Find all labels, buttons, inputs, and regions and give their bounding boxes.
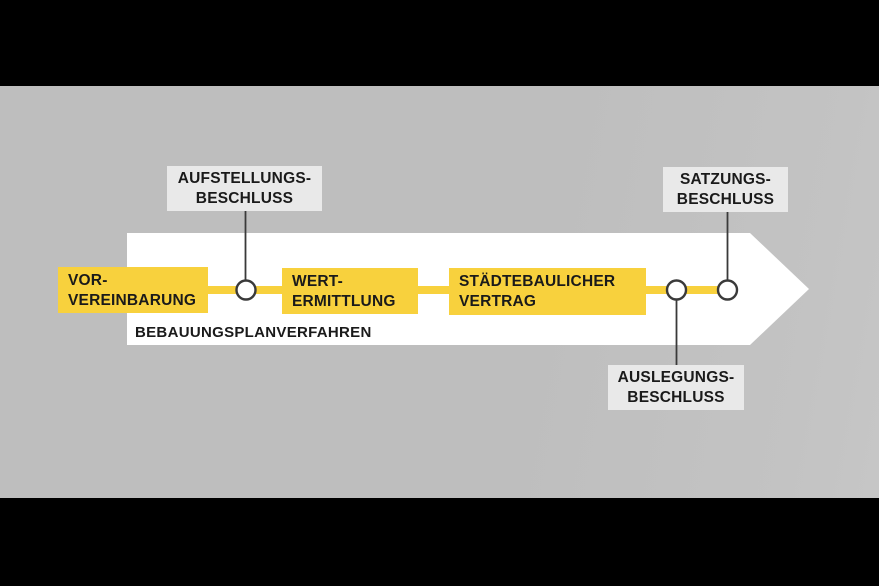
milestone-label-line: BESCHLUSS bbox=[676, 191, 775, 208]
milestone-label-aufstellungsbeschluss: AUFSTELLUNGS- BESCHLUSS bbox=[167, 166, 322, 211]
phase-label-line: ERMITTLUNG bbox=[292, 293, 396, 310]
process-title: BEBAUUNGSPLANVERFAHREN bbox=[135, 324, 372, 341]
phase-wertermittlung: WERT- ERMITTLUNG bbox=[282, 268, 418, 314]
milestone-node-satzungsbeschluss bbox=[716, 279, 739, 301]
letterbox-top bbox=[0, 0, 879, 86]
letterbox-bottom bbox=[0, 498, 879, 586]
phase-vorvereinbarung: VOR- VEREINBARUNG bbox=[58, 267, 208, 313]
milestone-label-line: SATZUNGS- bbox=[679, 171, 772, 188]
milestone-node-auslegungsbeschluss bbox=[665, 279, 688, 301]
phase-staedtebaulicher-vertrag: STÄDTEBAULICHER VERTRAG bbox=[449, 268, 646, 315]
milestone-label-line: BESCHLUSS bbox=[195, 190, 294, 207]
milestone-node-aufstellungsbeschluss bbox=[235, 279, 257, 301]
phase-label-line: VEREINBARUNG bbox=[68, 292, 197, 309]
phase-label-line: WERT- bbox=[292, 273, 343, 290]
phase-label-line: VOR- bbox=[68, 272, 108, 289]
milestone-label-line: AUSLEGUNGS- bbox=[617, 369, 735, 386]
phase-label-line: VERTRAG bbox=[459, 293, 537, 310]
milestone-label-line: BESCHLUSS bbox=[627, 389, 725, 406]
milestone-label-line: AUFSTELLUNGS- bbox=[177, 170, 312, 187]
milestone-label-auslegungsbeschluss: AUSLEGUNGS- BESCHLUSS bbox=[608, 365, 744, 410]
phase-label-line: STÄDTEBAULICHER bbox=[459, 273, 616, 290]
milestone-label-satzungsbeschluss: SATZUNGS- BESCHLUSS bbox=[663, 167, 788, 212]
